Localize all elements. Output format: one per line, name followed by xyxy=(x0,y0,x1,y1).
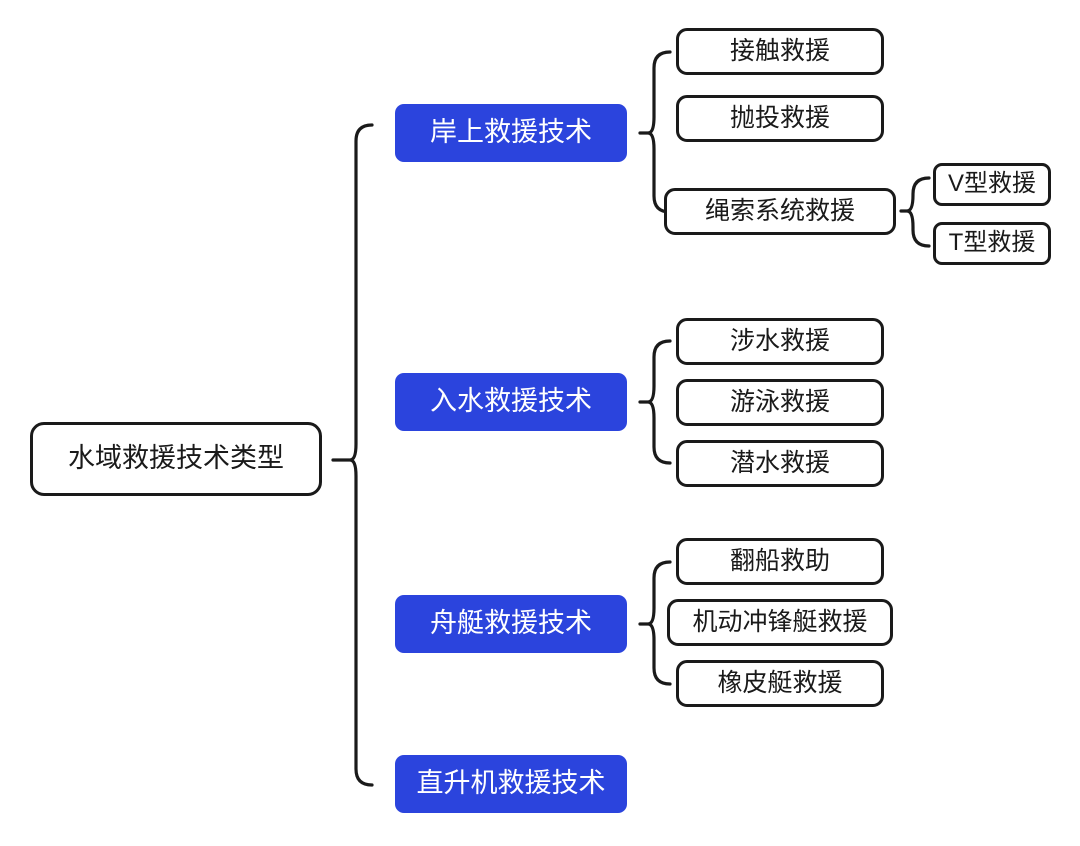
leaf-node-rubber-boat-rescue-label: 橡皮艇救援 xyxy=(717,668,843,697)
branch-node-boat-label: 舟艇救援技术 xyxy=(430,608,592,639)
leaf-node-v-type-rescue-label: V型救援 xyxy=(947,170,1036,198)
leaf-node-diving-rescue[interactable]: 潜水救援 xyxy=(676,440,884,487)
branch-node-shore[interactable]: 岸上救援技术 xyxy=(395,104,627,162)
branch-node-entry-label: 入水救援技术 xyxy=(430,386,592,417)
leaf-node-motorized-assault-boat-rescue-label: 机动冲锋艇救援 xyxy=(692,607,868,636)
leaf-node-v-type-rescue[interactable]: V型救援 xyxy=(933,163,1051,206)
leaf-node-swimming-rescue-label: 游泳救援 xyxy=(729,387,830,416)
leaf-node-rubber-boat-rescue[interactable]: 橡皮艇救援 xyxy=(676,660,884,707)
leaf-node-capsized-boat-rescue-label: 翻船救助 xyxy=(729,546,830,575)
water-brace xyxy=(638,339,672,465)
leaf-node-contact-rescue-label: 接触救援 xyxy=(729,36,830,65)
leaf-node-swimming-rescue[interactable]: 游泳救援 xyxy=(676,379,884,426)
leaf-node-capsized-boat-rescue[interactable]: 翻船救助 xyxy=(676,538,884,585)
branch-node-helicopter-label: 直升机救援技术 xyxy=(416,768,606,799)
leaf-node-motorized-assault-boat-rescue[interactable]: 机动冲锋艇救援 xyxy=(667,599,893,646)
branch-node-entry[interactable]: 入水救援技术 xyxy=(395,373,627,431)
branch-node-helicopter[interactable]: 直升机救援技术 xyxy=(395,755,627,813)
root-node-label: 水域救援技术类型 xyxy=(68,443,284,474)
leaf-node-contact-rescue[interactable]: 接触救援 xyxy=(676,28,884,75)
leaf-node-throw-rescue-label: 抛投救援 xyxy=(729,103,830,132)
leaf-node-t-type-rescue[interactable]: T型救援 xyxy=(933,222,1051,265)
boat-brace xyxy=(638,560,672,686)
shore-brace xyxy=(638,50,672,214)
branch-node-shore-label: 岸上救援技术 xyxy=(430,117,592,148)
leaf-node-diving-rescue-label: 潜水救援 xyxy=(729,448,830,477)
root-node[interactable]: 水域救援技术类型 xyxy=(30,422,322,496)
leaf-node-throw-rescue[interactable]: 抛投救援 xyxy=(676,95,884,142)
rope-brace xyxy=(899,176,931,248)
leaf-node-rope-system-rescue[interactable]: 绳索系统救援 xyxy=(664,188,896,235)
leaf-node-rope-system-rescue-label: 绳索系统救援 xyxy=(704,196,855,225)
leaf-node-wading-rescue[interactable]: 涉水救援 xyxy=(676,318,884,365)
branch-node-boat[interactable]: 舟艇救援技术 xyxy=(395,595,627,653)
leaf-node-t-type-rescue-label: T型救援 xyxy=(948,229,1036,257)
root-brace xyxy=(331,123,374,787)
leaf-node-wading-rescue-label: 涉水救援 xyxy=(729,326,830,355)
